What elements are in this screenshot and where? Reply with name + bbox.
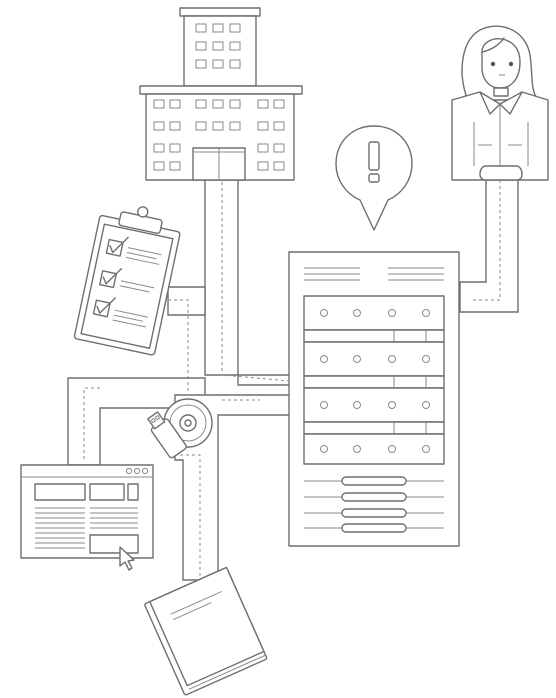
book-icon xyxy=(144,567,267,695)
browser-window-icon xyxy=(21,465,153,558)
server-unit-1 xyxy=(304,296,444,330)
server-unit-2 xyxy=(304,342,444,376)
server-rack-icon xyxy=(289,252,459,546)
office-building-icon xyxy=(140,8,302,180)
person-icon xyxy=(452,26,548,180)
alert-exclamation-icon xyxy=(336,126,412,230)
clipboard-checklist-icon xyxy=(74,198,184,355)
server-unit-4 xyxy=(304,434,444,464)
server-unit-3 xyxy=(304,388,444,422)
